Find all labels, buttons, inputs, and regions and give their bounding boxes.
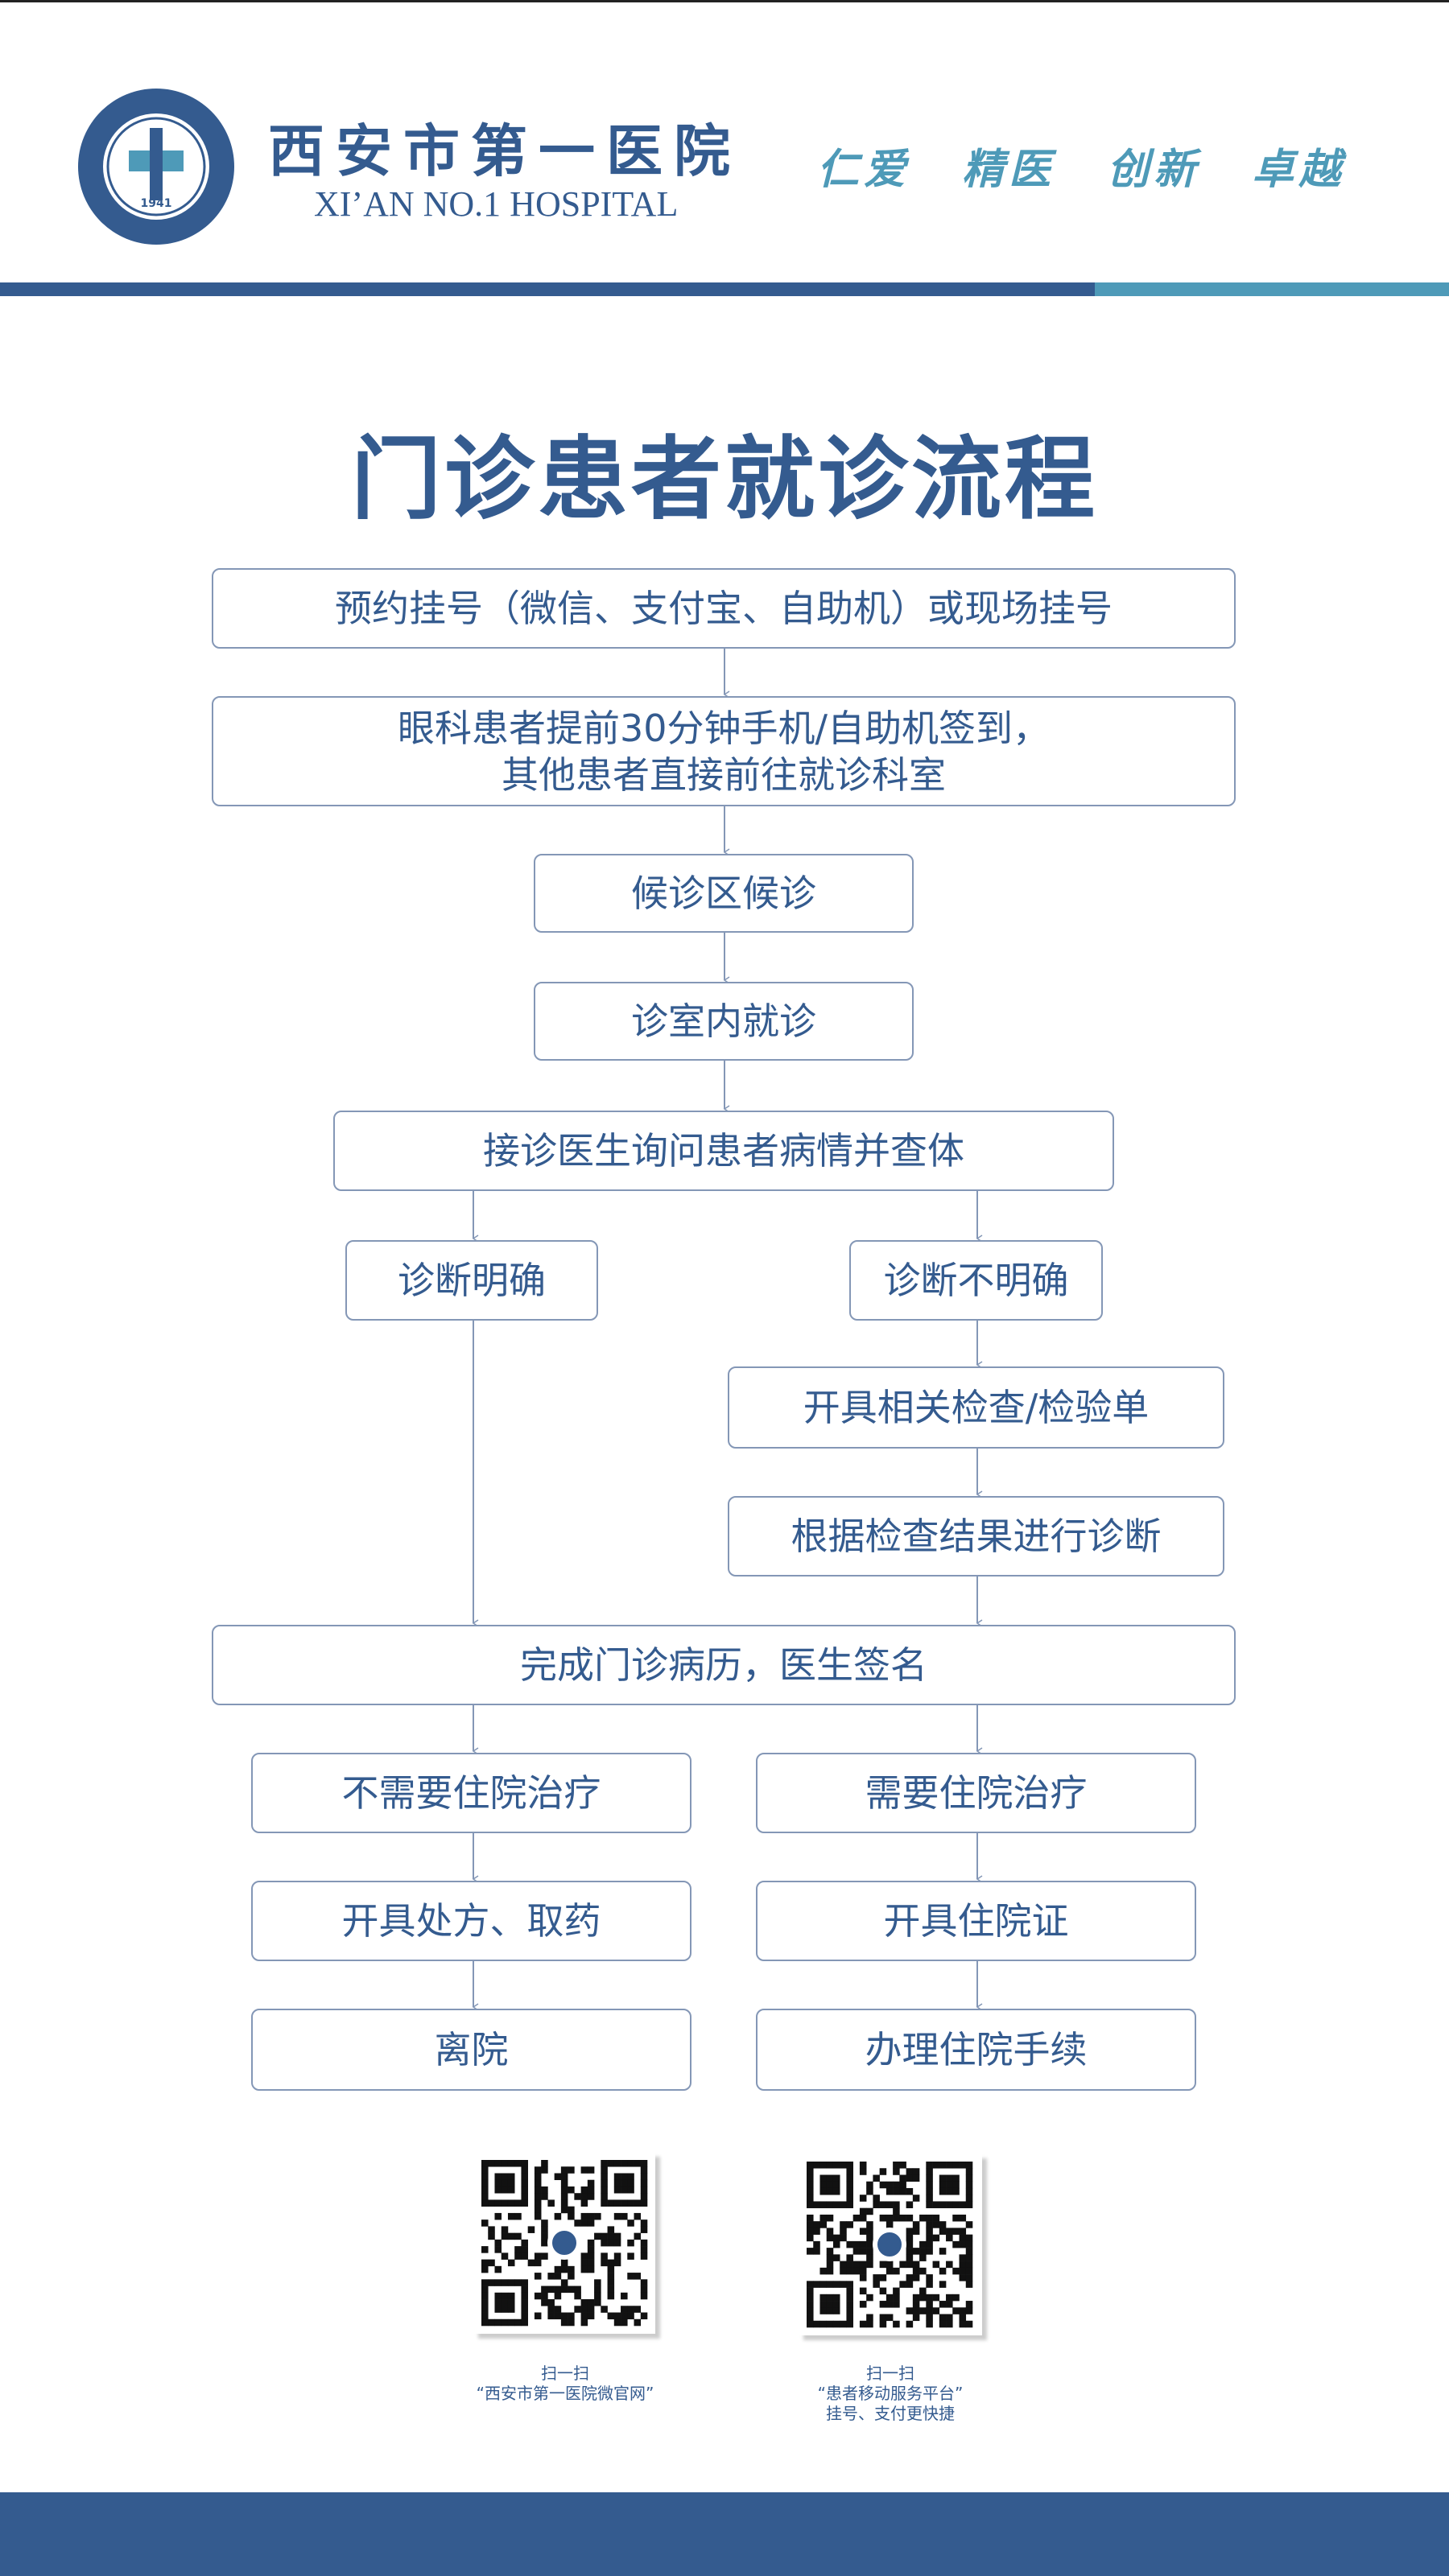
footer-bar — [0, 2492, 1449, 2576]
header-divider-light — [1095, 282, 1449, 296]
step-admission-certificate: 开具住院证 — [756, 1881, 1196, 1961]
top-border — [0, 0, 1449, 2]
step-admission-procedures: 办理住院手续 — [756, 2009, 1196, 2091]
step-diagnose-by-results: 根据检查结果进行诊断 — [728, 1496, 1224, 1577]
step-waiting: 候诊区候诊 — [534, 854, 914, 933]
step-register: 预约挂号（微信、支付宝、自助机）或现场挂号 — [212, 568, 1236, 649]
step-medical-record: 完成门诊病历，医生签名 — [212, 1625, 1236, 1705]
qr-code-website[interactable] — [473, 2152, 655, 2334]
hospital-name-cn: 西安市第一医院 — [268, 117, 741, 184]
step-hospitalization: 需要住院治疗 — [756, 1753, 1196, 1833]
qr-caption-line: “患者移动服务平台” — [817, 2384, 964, 2403]
page-title: 门诊患者就诊流程 — [351, 427, 1098, 532]
step-diagnosis-unclear: 诊断不明确 — [849, 1240, 1103, 1321]
step-check-in: 眼科患者提前30分钟手机/自助机签到， 其他患者直接前往就诊科室 — [212, 696, 1236, 806]
step-leave: 离院 — [251, 2009, 691, 2091]
step-examination: 接诊医生询问患者病情并查体 — [333, 1111, 1114, 1191]
hospital-motto: 仁爱 精医 创新 卓越 — [817, 145, 1346, 194]
step-prescription: 开具处方、取药 — [251, 1881, 691, 1961]
hospital-logo-icon: 1941 — [78, 89, 234, 245]
hospital-name-en: XI’AN NO.1 HOSPITAL — [314, 184, 679, 224]
qr-caption-line: 挂号、支付更快捷 — [826, 2404, 955, 2423]
step-no-hospitalization: 不需要住院治疗 — [251, 1753, 691, 1833]
step-order-tests: 开具相关检查/检验单 — [728, 1366, 1224, 1449]
step-diagnosis-clear: 诊断明确 — [345, 1240, 598, 1321]
qr-caption-line: 扫一扫 — [541, 2364, 589, 2383]
step-consultation: 诊室内就诊 — [534, 982, 914, 1061]
qr-caption-platform: 扫一扫 “患者移动服务平台” 挂号、支付更快捷 — [729, 2364, 1051, 2424]
qr-caption-line: “西安市第一医院微官网” — [476, 2384, 654, 2403]
qr-caption-website: 扫一扫 “西安市第一医院微官网” — [404, 2364, 726, 2404]
qr-code-patient-platform[interactable] — [799, 2154, 982, 2335]
svg-text:1941: 1941 — [141, 197, 172, 210]
qr-caption-line: 扫一扫 — [866, 2364, 914, 2383]
header-divider-dark — [0, 282, 1095, 296]
